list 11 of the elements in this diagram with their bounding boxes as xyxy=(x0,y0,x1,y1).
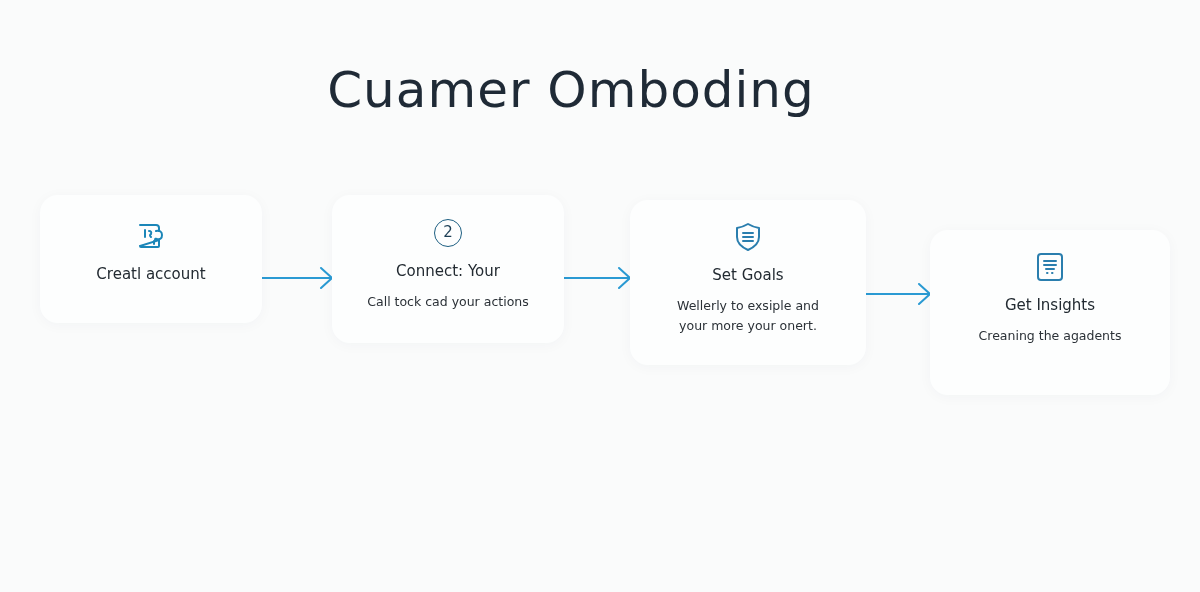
arrow xyxy=(261,267,333,289)
step-description: Call tock cad your actions xyxy=(367,293,529,311)
arrow xyxy=(865,283,931,305)
step-description: Creaning the agadents xyxy=(978,327,1122,345)
step-heading: Creatl account xyxy=(96,264,206,284)
step-heading: Set Goals xyxy=(712,265,784,285)
step-description: Wellerly to exsiple and your more your onert. xyxy=(676,297,820,335)
step-heading: Connect: Your xyxy=(396,261,500,281)
step-heading: Get Insights xyxy=(1004,295,1096,315)
title: Cuamer Omboding xyxy=(327,61,815,119)
arrow xyxy=(563,267,631,289)
